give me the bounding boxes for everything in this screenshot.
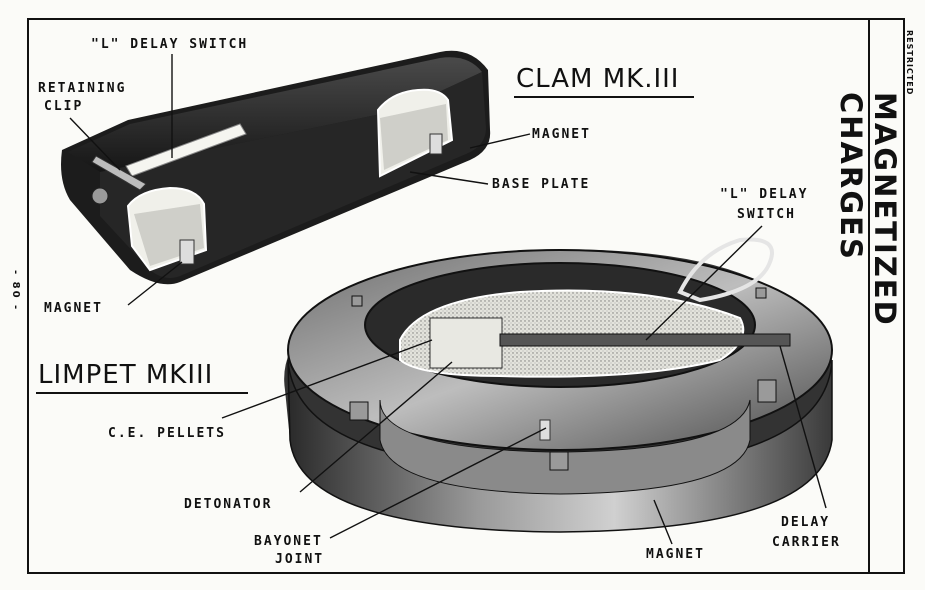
label-limpet-delay-switch-2: SWITCH	[737, 207, 796, 222]
label-base-plate: BASE PLATE	[492, 177, 591, 192]
limpet-title: LIMPET MKIII	[38, 360, 214, 390]
label-clam-delay-switch: "L" DELAY SWITCH	[91, 37, 249, 52]
restricted-mark: RESTRICTED	[905, 30, 914, 96]
label-detonator: DETONATOR	[184, 497, 273, 512]
clam-title: CLAM MK.III	[516, 64, 680, 94]
label-limpet-delay-switch-1: "L" DELAY	[720, 187, 809, 202]
label-limpet-magnet: MAGNET	[646, 547, 705, 562]
page-number: - 80 -	[10, 270, 21, 312]
label-delay-carrier-1: DELAY	[781, 515, 831, 530]
side-title: MAGNETIZED CHARGES	[834, 92, 902, 327]
label-delay-carrier-2: CARRIER	[772, 535, 841, 550]
label-bayonet-joint-1: BAYONET	[254, 534, 323, 549]
leader-lines	[69, 54, 827, 545]
label-clam-magnet-top: MAGNET	[532, 127, 591, 142]
limpet-title-underline	[36, 392, 248, 394]
label-retaining-clip-1: RETAINING	[38, 81, 127, 96]
label-ce-pellets: C.E. PELLETS	[108, 426, 226, 441]
label-clam-magnet-bottom: MAGNET	[44, 301, 103, 316]
page-frame	[27, 18, 905, 574]
label-bayonet-joint-2: JOINT	[275, 552, 325, 567]
clam-title-underline	[514, 96, 694, 98]
limpet-charge	[284, 237, 833, 533]
title-divider	[868, 18, 870, 574]
label-retaining-clip-2: CLIP	[44, 99, 84, 114]
